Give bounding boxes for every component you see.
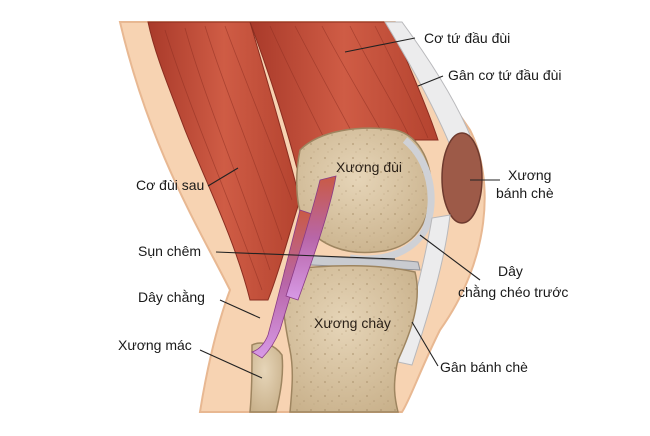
acl-ligament <box>285 175 337 301</box>
label-tibia: Xương chày <box>314 315 391 331</box>
patella <box>441 132 483 224</box>
tibia-texture <box>282 265 418 412</box>
label-acl-line1: Dây <box>498 263 523 279</box>
leader-acl <box>419 234 481 281</box>
label-quadriceps-tendon: Gân cơ tứ đầu đùi <box>448 67 562 83</box>
label-acl-line2: chằng chéo trước <box>458 284 568 300</box>
leader-ligament <box>219 299 261 319</box>
leader-patellar-tendon <box>411 321 439 367</box>
label-quadriceps: Cơ tứ đầu đùi <box>424 30 510 46</box>
label-patellar-tendon: Gân bánh chè <box>440 359 528 375</box>
leader-hamstring <box>207 167 239 187</box>
leader-quadriceps <box>344 37 416 53</box>
label-patella-line2: bánh chè <box>496 185 554 201</box>
label-hamstring: Cơ đùi sau <box>136 177 204 193</box>
label-femur: Xương đùi <box>336 159 402 175</box>
label-patella-line1: Xương <box>508 167 551 183</box>
label-ligament: Dây chằng <box>138 289 205 305</box>
leader-meniscus <box>215 251 396 260</box>
femur-texture <box>296 128 431 253</box>
leader-quad-tendon <box>417 75 444 87</box>
label-meniscus: Sụn chêm <box>138 243 201 259</box>
leader-lines <box>199 37 500 379</box>
label-fibula: Xương mác <box>118 337 192 353</box>
leader-fibula <box>199 349 263 379</box>
